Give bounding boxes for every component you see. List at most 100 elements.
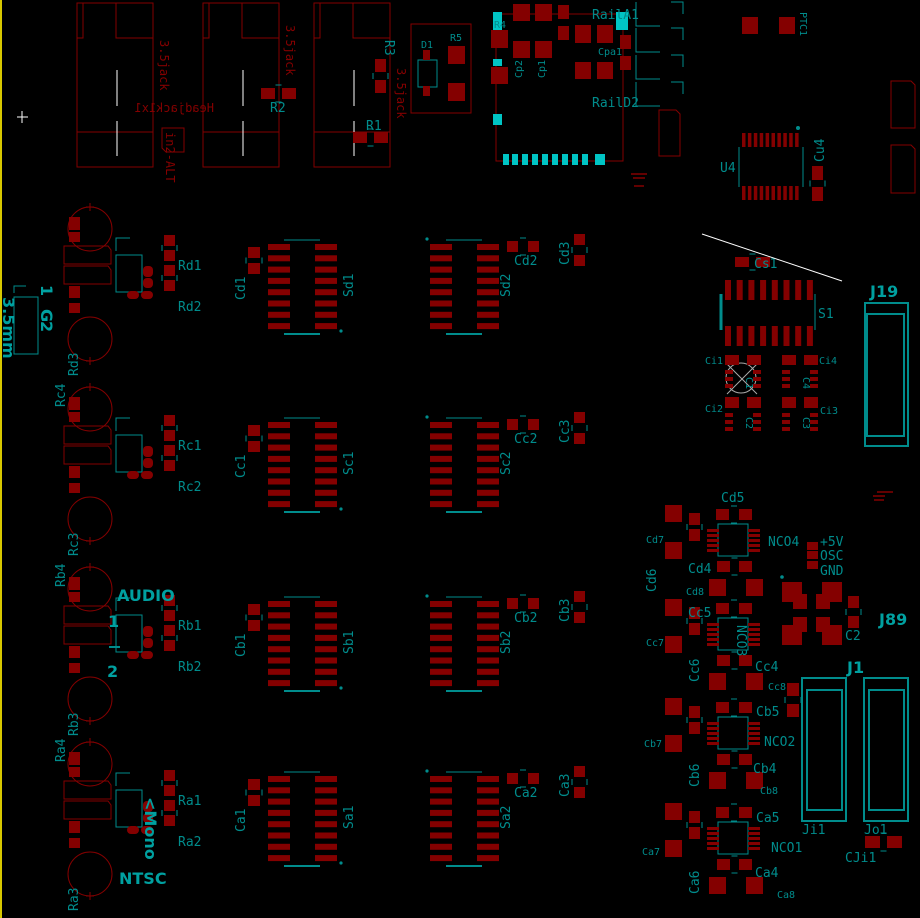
pad (430, 311, 452, 318)
pin1-marker (796, 126, 800, 130)
ref-label-jack3: 3.5jack (394, 68, 408, 119)
pad (848, 616, 859, 628)
pad (760, 280, 767, 300)
pad (707, 628, 719, 631)
pad (69, 752, 80, 765)
pad (739, 603, 752, 614)
pin1-bracket (115, 772, 130, 786)
connector-jo1 (863, 677, 909, 822)
pad (430, 809, 452, 816)
pad (552, 154, 558, 165)
pad (595, 154, 605, 165)
pad (532, 154, 538, 165)
pad (315, 646, 337, 653)
ref-label-g2: G (37, 309, 56, 322)
pad (493, 59, 502, 66)
ref-label-ra4: Ra4 (54, 738, 69, 762)
ref-label-cc7: Cc7 (646, 638, 664, 649)
pad (513, 41, 530, 58)
ref-label-r3: R3 (381, 40, 396, 56)
pad (164, 460, 175, 471)
ref-label-c4x: C4 (800, 377, 811, 389)
pad (753, 186, 758, 200)
ref-label-jack1: 3.5jack (157, 40, 171, 91)
pad (812, 166, 823, 180)
pad (268, 601, 290, 607)
pad (709, 877, 726, 894)
ref-label-ca3: Ca3 (558, 774, 573, 797)
pad (430, 821, 452, 828)
switch-outline (63, 245, 112, 265)
pad (575, 62, 591, 79)
pad (765, 133, 770, 147)
pad (528, 773, 539, 784)
pad (665, 840, 682, 857)
pad (807, 561, 818, 569)
pad (430, 787, 452, 794)
ref-label-cd8: Cd8 (686, 587, 704, 598)
pad (795, 186, 799, 200)
pad (572, 154, 578, 165)
ref-label-r5: R5 (450, 33, 462, 44)
ref-label-rc2: Rc2 (178, 480, 201, 495)
pad (725, 427, 733, 431)
pad (268, 422, 290, 428)
pad (562, 154, 568, 165)
pad (315, 601, 337, 607)
pad (739, 754, 752, 765)
pin1-marker (425, 237, 429, 241)
pad (689, 623, 700, 635)
pad (777, 133, 781, 147)
pad (477, 855, 499, 862)
pad (771, 280, 778, 300)
pad (164, 430, 175, 441)
ref-label-j1: J1 (846, 658, 864, 677)
pad (725, 413, 733, 417)
pad (725, 370, 733, 374)
pad (430, 634, 452, 641)
pad (665, 803, 682, 820)
pad (748, 280, 755, 300)
ref-label-cc8: Cc8 (768, 682, 786, 693)
pad (268, 266, 290, 273)
ref-label-sb1: Sb1 (342, 631, 357, 654)
pad (268, 821, 290, 828)
pad (430, 467, 452, 474)
pad (707, 832, 719, 835)
pad (689, 811, 700, 823)
fab-outline (76, 2, 84, 39)
pad (268, 787, 290, 794)
pad (689, 529, 700, 541)
pad (507, 241, 518, 252)
pad (127, 651, 139, 659)
pad (756, 257, 770, 267)
ref-label-raila1: RailA1 (592, 8, 639, 23)
pad (748, 732, 760, 735)
pad (477, 444, 499, 451)
pad (430, 832, 452, 839)
pad (748, 539, 760, 542)
pad (512, 154, 518, 165)
pad (477, 311, 499, 318)
pad (807, 542, 818, 550)
pad (164, 280, 175, 291)
pad (507, 419, 518, 430)
pad (69, 466, 80, 478)
pad (127, 471, 139, 479)
connector-outline (13, 296, 39, 355)
pad (742, 186, 746, 200)
ref-label-p5v: +5V (820, 535, 844, 550)
pad (477, 634, 499, 641)
pad (477, 489, 499, 496)
pad (746, 673, 763, 690)
pad (771, 133, 775, 147)
audio-jack-outline (76, 2, 154, 168)
silkscreen-layer (13, 1, 909, 874)
ref-label-rd1: Rd1 (178, 259, 201, 274)
pad (141, 651, 153, 659)
connector-inner (806, 689, 843, 811)
pad (707, 727, 719, 730)
ref-label-raild2: RailD2 (592, 96, 639, 111)
